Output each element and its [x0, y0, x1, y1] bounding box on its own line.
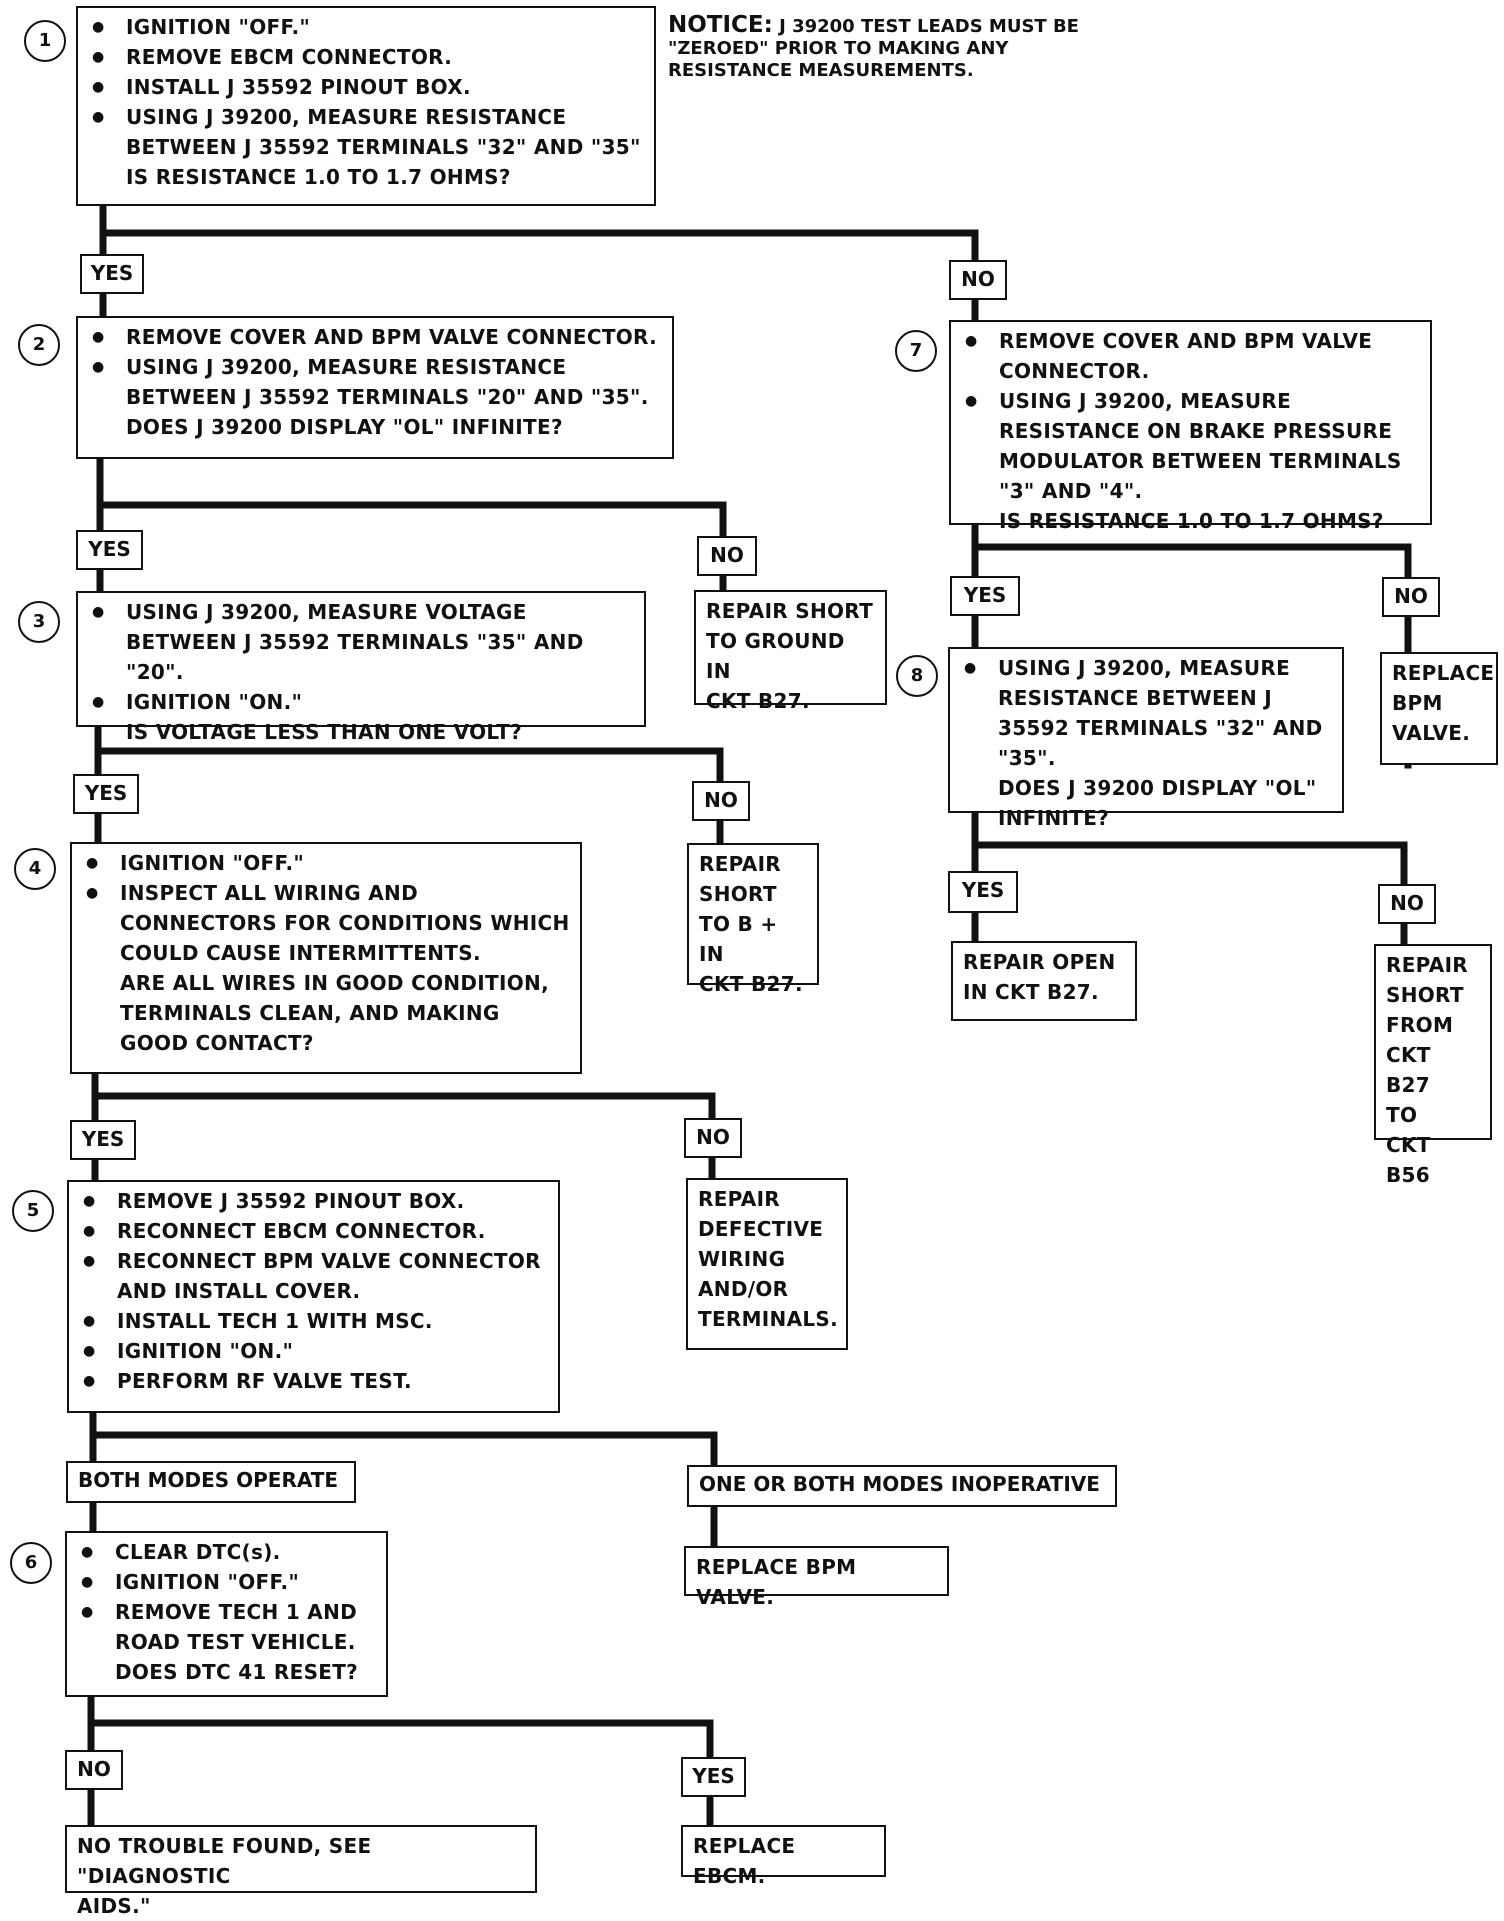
no-label: NO: [1378, 884, 1436, 924]
step-1-bullet: USING J 39200, MEASURE RESISTANCE BETWEE…: [90, 102, 644, 162]
yes-label: YES: [76, 530, 143, 570]
result-repair-short-b27-b56: REPAIR SHORT FROM CKT B27 TO CKT B56: [1374, 944, 1492, 1187]
step-number-1: 1: [24, 20, 66, 62]
step-1-bullet: IGNITION "OFF.": [90, 12, 644, 42]
step-number-3: 3: [18, 601, 60, 643]
result-text: REPAIR SHORT FROM CKT B27 TO CKT B56: [1386, 953, 1469, 1187]
no-label: NO: [65, 1750, 123, 1790]
no-label: NO: [684, 1118, 742, 1158]
no-label: NO: [949, 260, 1007, 300]
yes-label: YES: [70, 1120, 136, 1160]
step-2-bullet: REMOVE COVER AND BPM VALVE CONNECTOR.: [90, 322, 662, 352]
step-3-question: IS VOLTAGE LESS THAN ONE VOLT?: [126, 720, 522, 744]
step-2-box: REMOVE COVER AND BPM VALVE CONNECTOR. US…: [76, 316, 674, 459]
step-1-bullet: REMOVE EBCM CONNECTOR.: [90, 42, 644, 72]
step-5-bullet: REMOVE J 35592 PINOUT BOX.: [81, 1186, 548, 1216]
step-1-box: IGNITION "OFF." REMOVE EBCM CONNECTOR. I…: [76, 6, 656, 206]
step-5-bullet: IGNITION "ON.": [81, 1336, 548, 1366]
no-label: NO: [697, 536, 757, 576]
result-text: REPAIR SHORT TO B + IN CKT B27.: [699, 852, 803, 996]
one-or-both-modes-inoperative-label: ONE OR BOTH MODES INOPERATIVE: [687, 1465, 1117, 1507]
step-number-7: 7: [895, 330, 937, 372]
no-label: NO: [1382, 577, 1440, 617]
step-6-bullet: IGNITION "OFF.": [79, 1567, 376, 1597]
step-7-bullet: REMOVE COVER AND BPM VALVE CONNECTOR.: [963, 326, 1420, 386]
notice-title: NOTICE:: [668, 12, 773, 38]
step-4-question: ARE ALL WIRES IN GOOD CONDITION, TERMINA…: [120, 971, 549, 1055]
step-7-box: REMOVE COVER AND BPM VALVE CONNECTOR. US…: [949, 320, 1432, 533]
step-4-box: IGNITION "OFF." INSPECT ALL WIRING AND C…: [70, 842, 582, 1074]
result-text: REPAIR OPEN IN CKT B27.: [963, 950, 1116, 1004]
step-2-question: DOES J 39200 DISPLAY "OL" INFINITE?: [126, 415, 563, 439]
step-7-question: IS RESISTANCE 1.0 TO 1.7 OHMS?: [999, 509, 1384, 533]
notice: NOTICE: J 39200 TEST LEADS MUST BE "ZERO…: [668, 14, 1108, 82]
yes-label: YES: [80, 254, 144, 294]
both-modes-operate-label: BOTH MODES OPERATE: [66, 1461, 356, 1503]
step-3-bullet: USING J 39200, MEASURE VOLTAGE BETWEEN J…: [90, 597, 634, 687]
step-6-bullet: REMOVE TECH 1 AND ROAD TEST VEHICLE.: [79, 1597, 376, 1657]
step-1-bullet: INSTALL J 35592 PINOUT BOX.: [90, 72, 644, 102]
step-5-box: REMOVE J 35592 PINOUT BOX. RECONNECT EBC…: [67, 1180, 560, 1413]
step-number-6: 6: [10, 1542, 52, 1584]
step-6-question: DOES DTC 41 RESET?: [115, 1660, 359, 1684]
step-number-8: 8: [896, 655, 938, 697]
step-5-bullet: RECONNECT BPM VALVE CONNECTOR AND INSTAL…: [81, 1246, 548, 1306]
result-text: REPLACE EBCM.: [693, 1834, 796, 1888]
result-repair-open: REPAIR OPEN IN CKT B27.: [951, 941, 1137, 1021]
result-repair-defective-wiring: REPAIR DEFECTIVE WIRING AND/OR TERMINALS…: [686, 1178, 848, 1350]
yes-label: YES: [681, 1757, 746, 1797]
result-text: REPAIR SHORT TO GROUND IN CKT B27.: [706, 599, 874, 713]
result-text: REPLACE BPM VALVE.: [1392, 661, 1495, 745]
step-5-bullet: RECONNECT EBCM CONNECTOR.: [81, 1216, 548, 1246]
step-8-box: USING J 39200, MEASURE RESISTANCE BETWEE…: [948, 647, 1344, 830]
result-no-trouble-found: NO TROUBLE FOUND, SEE "DIAGNOSTIC AIDS.": [65, 1825, 537, 1918]
step-2-bullet: USING J 39200, MEASURE RESISTANCE BETWEE…: [90, 352, 662, 412]
step-5-bullet: INSTALL TECH 1 WITH MSC.: [81, 1306, 548, 1336]
step-number-5: 5: [12, 1190, 54, 1232]
step-1-question: IS RESISTANCE 1.0 TO 1.7 OHMS?: [126, 165, 511, 189]
step-6-box: CLEAR DTC(s). IGNITION "OFF." REMOVE TEC…: [65, 1531, 388, 1697]
step-6-bullet: CLEAR DTC(s).: [79, 1537, 376, 1567]
step-4-bullet: IGNITION "OFF.": [84, 848, 570, 878]
step-8-question: DOES J 39200 DISPLAY "OL" INFINITE?: [998, 776, 1317, 830]
result-repair-short-to-b-plus: REPAIR SHORT TO B + IN CKT B27.: [687, 843, 819, 996]
result-replace-bpm-valve: REPLACE BPM VALVE.: [684, 1546, 949, 1609]
result-replace-ebcm: REPLACE EBCM.: [681, 1825, 886, 1888]
yes-label: YES: [73, 774, 139, 814]
step-5-bullet: PERFORM RF VALVE TEST.: [81, 1366, 548, 1396]
step-3-bullet: IGNITION "ON.": [90, 687, 634, 717]
result-replace-bpm-valve-7: REPLACE BPM VALVE.: [1380, 652, 1498, 765]
step-number-2: 2: [18, 324, 60, 366]
notice-text: J 39200 TEST LEADS MUST BE "ZEROED" PRIO…: [668, 16, 1079, 81]
step-3-box: USING J 39200, MEASURE VOLTAGE BETWEEN J…: [76, 591, 646, 744]
step-8-bullet: USING J 39200, MEASURE RESISTANCE BETWEE…: [962, 653, 1332, 773]
step-4-bullet: INSPECT ALL WIRING AND CONNECTORS FOR CO…: [84, 878, 570, 968]
yes-label: YES: [950, 576, 1020, 616]
yes-label: YES: [948, 871, 1018, 913]
result-text: REPLACE BPM VALVE.: [696, 1555, 857, 1609]
result-text: REPAIR DEFECTIVE WIRING AND/OR TERMINALS…: [698, 1187, 839, 1331]
step-number-4: 4: [14, 848, 56, 890]
no-label: NO: [692, 781, 750, 821]
result-repair-short-to-ground: REPAIR SHORT TO GROUND IN CKT B27.: [694, 590, 887, 713]
step-7-bullet: USING J 39200, MEASURE RESISTANCE ON BRA…: [963, 386, 1420, 506]
result-text: NO TROUBLE FOUND, SEE "DIAGNOSTIC AIDS.": [77, 1834, 372, 1918]
